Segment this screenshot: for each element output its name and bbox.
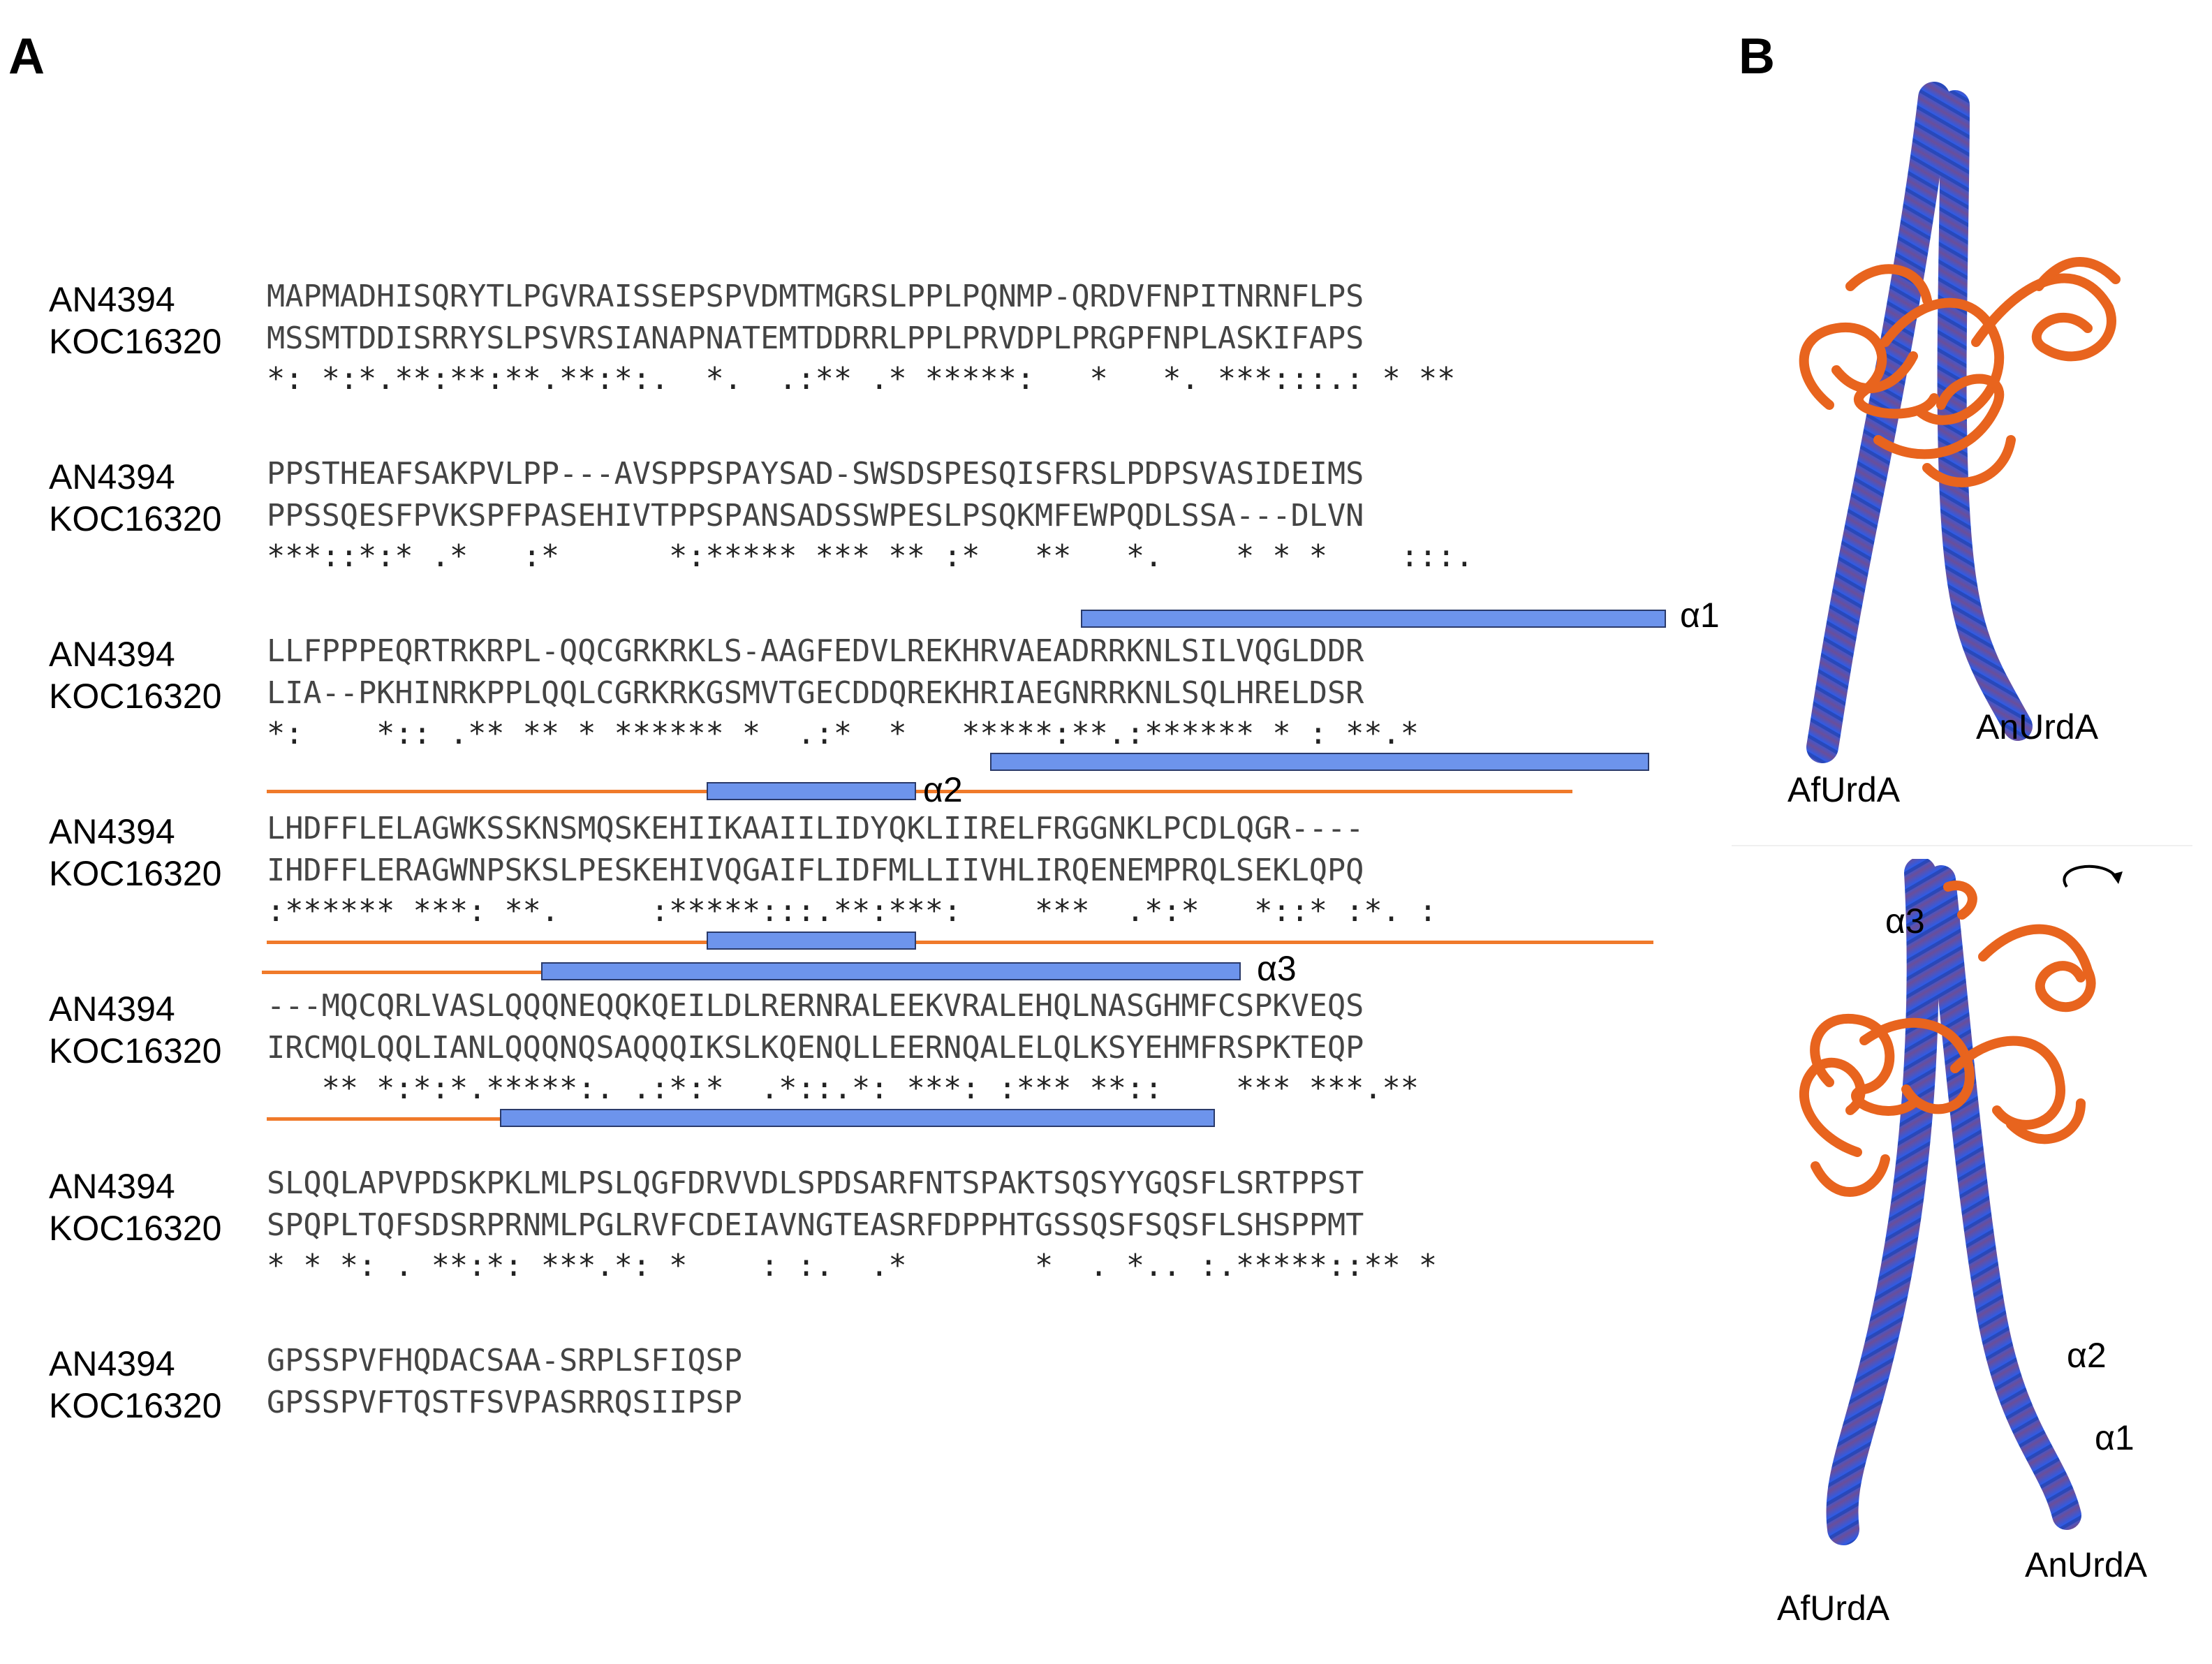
coil-line bbox=[262, 971, 541, 974]
label-a2-bottom: α2 bbox=[2067, 1336, 2107, 1375]
seq2-sequence: PPSSQESFPVKSPFPASEHIVTPPSPANSADSSWPESLPS… bbox=[267, 499, 1364, 533]
label-afurda-top: AfUrdA bbox=[1787, 770, 1901, 809]
panel-label-b: B bbox=[1739, 29, 1775, 84]
panel-label-a: A bbox=[8, 29, 45, 84]
helix-label-a2: α2 bbox=[923, 770, 963, 809]
seq2-sequence: IRCMQLQQLIANLQQQNQSAQQQIKSLKQENQLLEERNQA… bbox=[267, 1031, 1364, 1066]
seq2-name: KOC16320 bbox=[49, 1209, 222, 1248]
consensus-line: ** *:*:*.*****:. .:*:* .*::.*: ***: :***… bbox=[267, 1071, 1419, 1106]
seq1-sequence: MAPMADHISQRYTLPGVRAISSEPSPVDMTMGRSLPPLPQ… bbox=[267, 279, 1364, 314]
helix-bar-a2 bbox=[707, 782, 916, 800]
coil-line bbox=[267, 1117, 500, 1121]
seq2-sequence: LIA--PKHINRKPPLQQLCGRKRKGSMVTGECDDQREKHR… bbox=[267, 676, 1364, 711]
seq2-name: KOC16320 bbox=[49, 1386, 222, 1425]
seq1-sequence: SLQQLAPVPDSKPKLMLPSLQGFDRVVDLSPDSARFNTSP… bbox=[267, 1166, 1364, 1201]
coil-line bbox=[267, 941, 1653, 944]
seq2-sequence: SPQPLTQFSDSRPRNMLPGLRVFCDEIAVNGTEASRFDPP… bbox=[267, 1208, 1364, 1243]
label-anurda-top: AnUrdA bbox=[1976, 707, 2099, 746]
panel-divider bbox=[1732, 845, 2192, 846]
seq1-name: AN4394 bbox=[49, 1344, 175, 1383]
helix-bar-kb-a1 bbox=[990, 753, 1649, 771]
helix-afurda bbox=[1806, 82, 1950, 763]
label-anurda-bottom: AnUrdA bbox=[2025, 1545, 2148, 1584]
seq2-name: KOC16320 bbox=[49, 677, 222, 716]
helix-bar-kb-a3 bbox=[500, 1109, 1215, 1127]
seq1-name: AN4394 bbox=[49, 280, 175, 319]
consensus-line: *: *:*.**:**:**.**:*:. *. .:** .* *****:… bbox=[267, 362, 1456, 397]
seq1-name: AN4394 bbox=[49, 812, 175, 851]
loop-region bbox=[1799, 257, 2121, 487]
label-a3-bottom: α3 bbox=[1885, 901, 1925, 941]
helix-anurda bbox=[1926, 865, 2081, 1530]
seq2-name: KOC16320 bbox=[49, 1031, 222, 1070]
consensus-line: * * *: . **:*: ***.*: * : :. .* * . *.. … bbox=[267, 1249, 1438, 1283]
seq1-sequence: PPSTHEAFSAKPVLPP---AVSPPSPAYSAD-SWSDSPES… bbox=[267, 457, 1364, 492]
consensus-line: ***::*:* .* :* *:***** *** ** :* ** *. *… bbox=[267, 539, 1474, 574]
seq2-sequence: IHDFFLERAGWNPSKSLPESKEHIVQGAIFLIDFMLLIIV… bbox=[267, 853, 1364, 888]
rotate-arrow-icon bbox=[2063, 864, 2123, 888]
label-a1-bottom: α1 bbox=[2095, 1418, 2134, 1457]
helix-bar-a3 bbox=[541, 962, 1241, 980]
seq2-name: KOC16320 bbox=[49, 854, 222, 893]
seq2-sequence: GPSSPVFTQSTFSVPASRRQSIIPSP bbox=[267, 1385, 742, 1420]
coil-line bbox=[267, 790, 1572, 793]
seq1-name: AN4394 bbox=[49, 1167, 175, 1206]
seq1-sequence: LHDFFLELAGWKSSKNSMQSKEHIIKAAIILIDYQKLIIR… bbox=[267, 811, 1364, 846]
helix-bar-a1 bbox=[1081, 610, 1666, 628]
seq2-sequence: MSSMTDDISRRYSLPSVRSIANAPNATEMTDDRRLPPLPR… bbox=[267, 321, 1364, 356]
seq1-sequence: ---MQCQRLVASLQQQNEQQKQEILDLRERNRALEEKVRA… bbox=[267, 989, 1364, 1024]
loop-region bbox=[1799, 881, 2096, 1197]
protein-structure-top bbox=[1799, 82, 2121, 763]
helix-label-a1: α1 bbox=[1680, 596, 1720, 635]
helix-afurda bbox=[1826, 859, 1939, 1545]
seq1-name: AN4394 bbox=[49, 635, 175, 674]
helix-bar-kb-a2 bbox=[707, 932, 916, 950]
seq1-sequence: LLFPPPEQRTRKRPL-QQCGRKRKLS-AAGFEDVLREKHR… bbox=[267, 634, 1364, 669]
seq2-name: KOC16320 bbox=[49, 322, 222, 361]
seq1-name: AN4394 bbox=[49, 989, 175, 1029]
helix-label-a3: α3 bbox=[1257, 949, 1297, 988]
seq2-name: KOC16320 bbox=[49, 499, 222, 538]
consensus-line: *: *:: .** ** * ****** * .:* * *****:**.… bbox=[267, 716, 1419, 751]
label-afurda-bottom: AfUrdA bbox=[1777, 1589, 1890, 1628]
seq1-sequence: GPSSPVFHQDACSAA-SRPLSFIQSP bbox=[267, 1343, 742, 1378]
protein-structure-bottom bbox=[1799, 859, 2123, 1545]
seq1-name: AN4394 bbox=[49, 457, 175, 496]
consensus-line: :****** ***: **. :*****:::.**:***: *** .… bbox=[267, 894, 1438, 929]
